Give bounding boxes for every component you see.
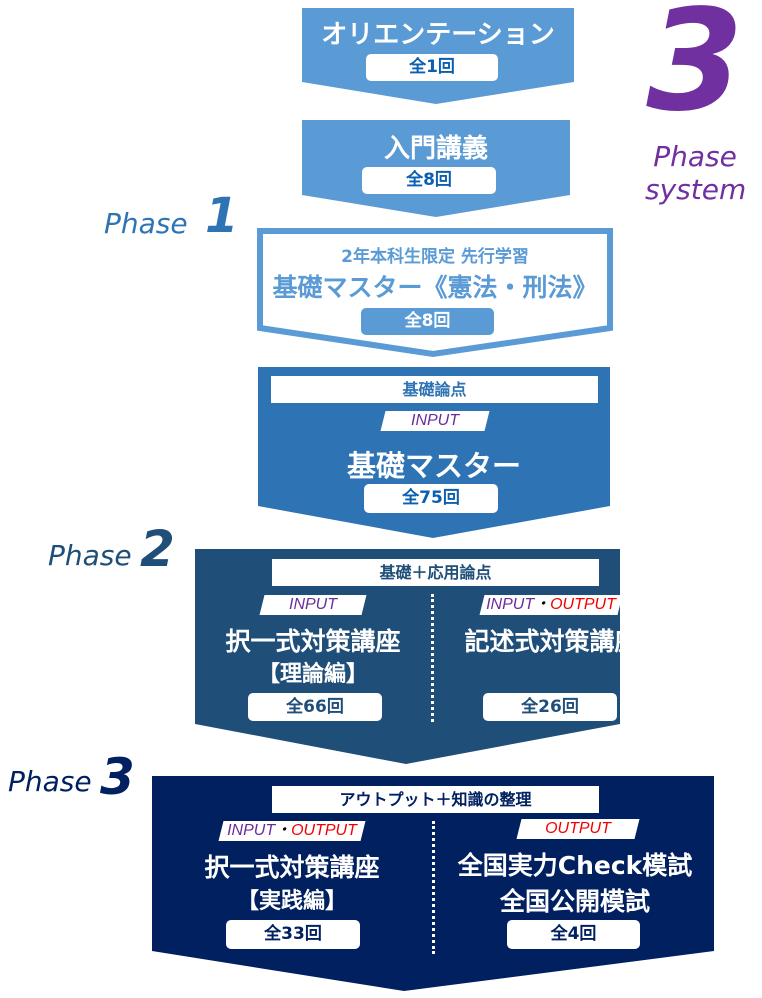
step-phase2-left-title: 択一式対策講座 [225, 627, 401, 656]
step-phase3-left-subtitle: 【実践編】 [236, 889, 347, 914]
step-intro-title: 入門講義 [383, 134, 488, 164]
step-intro-count: 全8回 [362, 167, 496, 194]
step-phase3-left-tag-sep: ・ [275, 822, 292, 839]
step-basic-master-shape [258, 367, 610, 538]
step-basic-master-preview-count: 全8回 [361, 308, 494, 335]
step-phase2-left-subtitle: 【理論編】 [257, 662, 368, 687]
step-phase2-header: 基礎＋応用論点 [272, 559, 599, 586]
step-phase2-left-count: 全66回 [248, 693, 382, 721]
step-phase3-left-tag: INPUT・OUTPUT [221, 821, 363, 841]
phase1-label-word: Phase [104, 207, 188, 240]
three-phase-label-phase: Phase [653, 140, 737, 173]
step-phase2-right-title: 記述式対策講座 [464, 627, 640, 656]
step-phase3-left-tag-input: INPUT [227, 822, 276, 839]
step-phase2-right-tag-output: OUTPUT [550, 596, 616, 613]
step-phase3-divider [432, 821, 435, 954]
step-basic-master-preview-subtitle: 2年本科生限定 先行学習 [341, 247, 529, 267]
step-phase3-left-tag-output: OUTPUT [291, 822, 357, 839]
three-phase-number: 3 [646, 0, 744, 143]
step-phase3-header: アウトプット＋知識の整理 [272, 786, 599, 813]
step-basic-master-title: 基礎マスター [346, 449, 521, 483]
step-phase2-left-tag-input: INPUT [289, 596, 337, 613]
step-basic-master-count: 全75回 [364, 484, 498, 513]
phase1-label-number: 1 [205, 188, 239, 244]
step-basic-master-tag-input: INPUT [411, 412, 459, 429]
step-phase3-right-title2: 全国公開模試 [499, 887, 650, 916]
phase3-label-word: Phase [8, 765, 92, 798]
step-basic-master-preview-title: 基礎マスター《憲法・刑法》 [272, 273, 598, 302]
step-phase2-right-tag-sep: ・ [534, 596, 551, 613]
three-phase-label-system: system [645, 173, 747, 206]
step-orientation-count: 全1回 [366, 54, 498, 81]
step-phase3-left-title: 択一式対策講座 [204, 853, 380, 882]
step-phase2-right-tag-input: INPUT [486, 596, 535, 613]
step-phase3-left-count: 全33回 [226, 920, 360, 949]
step-basic-master-header: 基礎論点 [271, 376, 598, 403]
phase2-label-word: Phase [48, 539, 132, 572]
step-basic-master-preview-shape [257, 228, 613, 358]
step-phase2-right-tag: INPUT・OUTPUT [482, 595, 620, 615]
phase2-label-number: 2 [140, 520, 175, 578]
phase3-label-number: 3 [100, 748, 135, 806]
step-phase3-right-tag-output: OUTPUT [545, 820, 611, 837]
step-phase2-right-count: 全26回 [483, 693, 617, 721]
step-phase3-right-count: 全4回 [507, 920, 640, 949]
step-phase3-right-title: 全国実力Check模試 [457, 851, 693, 880]
step-orientation-title: オリエンテーション [321, 20, 555, 50]
step-phase2-divider [431, 594, 434, 722]
